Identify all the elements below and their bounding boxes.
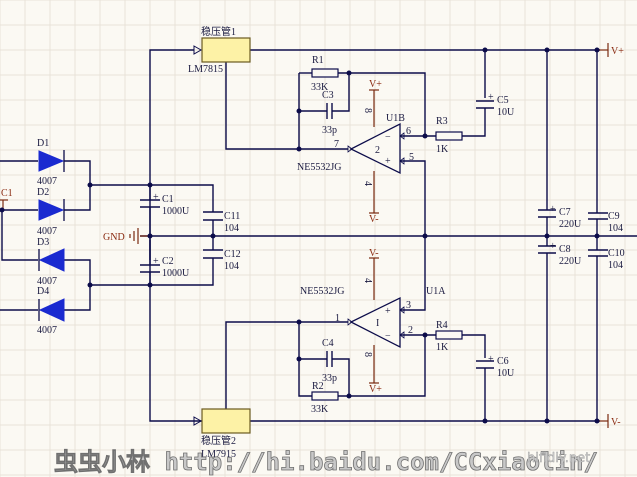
r3-value: 1K xyxy=(436,144,449,155)
diode-d3[interactable]: D3 4007 xyxy=(37,237,65,287)
watermark-text: 虫虫小林 http://hi.baidu.com/CCxiaolin/ xyxy=(54,448,598,476)
diode-d3-ref: D3 xyxy=(37,237,49,248)
u1b-pin-6: 6 xyxy=(406,126,411,137)
regulator-2[interactable]: 稳压管2 LM7915 xyxy=(193,408,251,460)
diode-d1[interactable]: D1 4007 xyxy=(37,138,65,187)
diode-d1-value: 4007 xyxy=(37,176,57,187)
diode-d3-value: 4007 xyxy=(37,276,57,287)
c11-ref: C11 xyxy=(224,211,240,222)
diode-d4-ref: D4 xyxy=(37,286,49,297)
c12-ref: C12 xyxy=(224,249,241,260)
c3-value: 33p xyxy=(322,125,337,136)
regulator-2-ref: 稳压管2 xyxy=(201,434,236,447)
c5-ref: C5 xyxy=(497,95,509,106)
resistor-r3[interactable]: R3 1K xyxy=(435,116,463,155)
vminus-rail-port: V- xyxy=(611,417,621,428)
c5-value: 10U xyxy=(497,107,515,118)
u1a-part: NE5532JG xyxy=(300,286,344,297)
u1a-pin-2: 2 xyxy=(408,325,413,336)
c7-value: 220U xyxy=(559,219,582,230)
cap-labels: + C1 1000U + C2 1000U C11 104 C12 104 C3… xyxy=(153,90,625,384)
vplus-rail-port: V+ xyxy=(611,46,624,57)
c6-ref: C6 xyxy=(497,356,509,367)
c1-ref: C1 xyxy=(162,194,174,205)
c8-plus-sign: + xyxy=(550,241,556,252)
c3-ref: C3 xyxy=(322,90,334,101)
r4-ref: R4 xyxy=(436,320,448,331)
u1b-pin-4: 4 xyxy=(362,181,373,186)
r4-value: 1K xyxy=(436,342,449,353)
u1b-minus-sign: − xyxy=(385,132,391,143)
c8-ref: C8 xyxy=(559,244,571,255)
c8-value: 220U xyxy=(559,256,582,267)
c1-value: 1000U xyxy=(162,206,190,217)
u1b-pin-8: 8 xyxy=(362,108,373,113)
diode-d2-value: 4007 xyxy=(37,226,57,237)
resistor-r2[interactable]: R2 33K xyxy=(311,381,339,415)
c9-value: 104 xyxy=(608,223,623,234)
diode-d4-value: 4007 xyxy=(37,325,57,336)
c10-ref: C10 xyxy=(608,248,625,259)
c2-value: 1000U xyxy=(162,268,190,279)
u1a-vplus-port: V+ xyxy=(369,384,382,395)
c4-ref: C4 xyxy=(322,338,334,349)
u1b-pin-5: 5 xyxy=(409,152,414,163)
diode-d2[interactable]: D2 4007 xyxy=(37,187,65,237)
u1b-part: NE5532JG xyxy=(297,162,341,173)
u1a-minus-sign: − xyxy=(385,331,391,342)
c7-ref: C7 xyxy=(559,207,571,218)
u1b-ref: U1B xyxy=(386,113,405,124)
regulator-1-part: LM7815 xyxy=(188,64,223,75)
c10-value: 104 xyxy=(608,260,623,271)
u1a-vminus-port: V- xyxy=(369,248,379,259)
u1b-unit: 2 xyxy=(375,145,380,156)
r1-ref: R1 xyxy=(312,55,324,66)
u1b-vplus-port: V+ xyxy=(369,79,382,90)
u1a-pin-8: 8 xyxy=(362,352,373,357)
u1a-pin-3: 3 xyxy=(406,300,411,311)
opamp-u1a[interactable]: + − I U1A NE5532JG 1 3 2 4 8 V- V+ xyxy=(300,248,446,395)
regulator-1-ref: 稳压管1 xyxy=(201,25,236,38)
resistor-r1[interactable]: R1 33K xyxy=(311,55,339,93)
c7-plus-sign: + xyxy=(550,204,556,215)
input-port-label: C1 xyxy=(1,188,13,199)
u1b-pin-7: 7 xyxy=(334,139,339,150)
resistor-r4[interactable]: R4 1K xyxy=(435,320,463,353)
diode-d4[interactable]: D4 4007 xyxy=(37,286,65,336)
u1a-pin-1: 1 xyxy=(335,313,340,324)
regulator-2-part: LM7915 xyxy=(201,449,236,460)
u1b-plus-sign: + xyxy=(385,156,391,167)
junction-dots xyxy=(0,47,600,424)
r2-ref: R2 xyxy=(312,381,324,392)
c6-plus-sign: + xyxy=(488,354,494,365)
c5-plus-sign: + xyxy=(488,92,494,103)
opamp-u1b[interactable]: − + 2 U1B NE5532JG 7 6 5 8 4 V+ V- xyxy=(297,79,414,225)
u1a-unit: I xyxy=(376,318,379,329)
r1-value: 33K xyxy=(311,82,329,93)
diode-d1-ref: D1 xyxy=(37,138,49,149)
wires xyxy=(0,43,637,428)
c12-value: 104 xyxy=(224,261,239,272)
c9-ref: C9 xyxy=(608,211,620,222)
watermark-site: hifidiy.net xyxy=(527,451,590,466)
u1b-vminus-port: V- xyxy=(369,214,379,225)
regulator-1[interactable]: 稳压管1 LM7815 xyxy=(188,25,251,75)
r2-value: 33K xyxy=(311,404,329,415)
c6-value: 10U xyxy=(497,368,515,379)
gnd-port: GND xyxy=(103,232,125,243)
u1a-ref: U1A xyxy=(426,286,446,297)
c11-value: 104 xyxy=(224,223,239,234)
c1-plus-sign: + xyxy=(153,192,159,203)
u1a-pin-4: 4 xyxy=(362,278,373,283)
r3-ref: R3 xyxy=(436,116,448,127)
u1a-plus-sign: + xyxy=(385,306,391,317)
c2-plus-sign: + xyxy=(153,256,159,267)
c2-ref: C2 xyxy=(162,256,174,267)
c4-value: 33p xyxy=(322,373,337,384)
capacitor-plates xyxy=(140,100,608,369)
diode-d2-ref: D2 xyxy=(37,187,49,198)
